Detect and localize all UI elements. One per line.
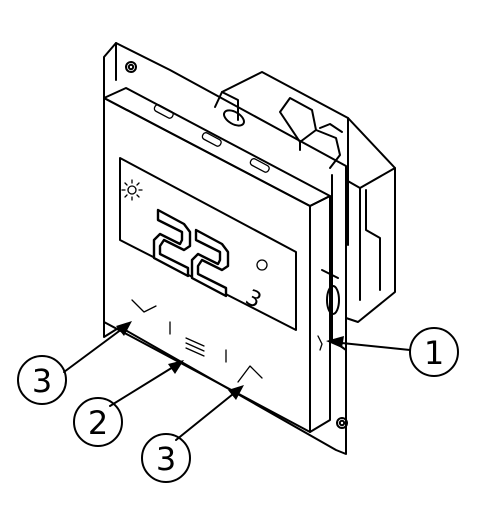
status-dot-icon [256, 259, 268, 271]
reset-hole [317, 335, 323, 351]
front-panel [103, 97, 311, 433]
sun-icon [121, 179, 143, 201]
callout-3-left: 3 [17, 355, 67, 405]
temperature-main [152, 208, 230, 298]
chevron-down-icon[interactable] [131, 299, 157, 313]
callout-leaders [63, 321, 411, 441]
callout-2: 2 [73, 397, 123, 447]
svg-text:3: 3 [156, 440, 176, 478]
callout-1: 1 [409, 327, 459, 377]
top-clips [214, 91, 343, 169]
callout-3-bottom: 3 [141, 433, 191, 483]
svg-text:2: 2 [88, 404, 108, 442]
mounting-frame [103, 42, 348, 455]
chevron-up-icon[interactable] [237, 365, 263, 383]
svg-text:3: 3 [32, 362, 52, 400]
temperature-decimal: 3 [241, 285, 265, 314]
menu-lines-icon[interactable] [185, 337, 205, 357]
svg-text:1: 1 [424, 334, 444, 372]
display-window [119, 157, 297, 331]
